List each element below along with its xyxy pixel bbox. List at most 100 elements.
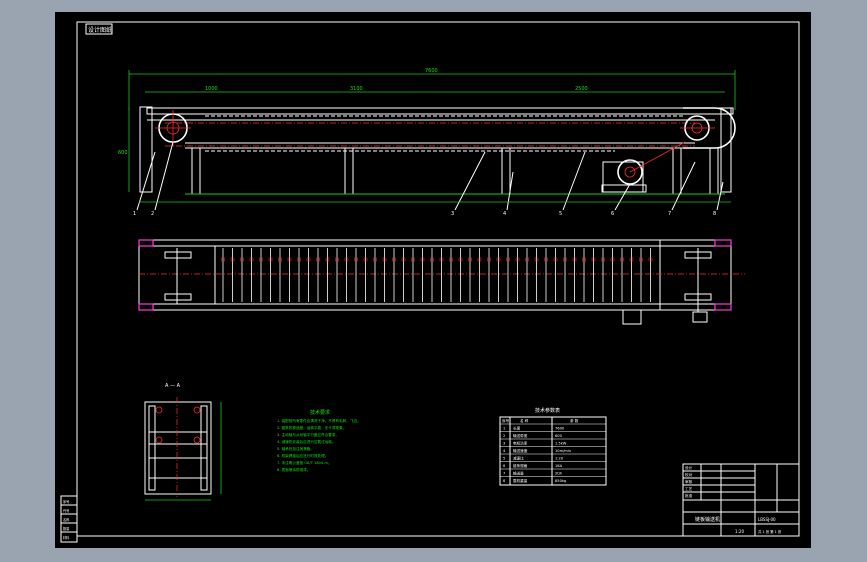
tb-label-3: 审核 (685, 479, 693, 484)
param-cell: 7 (503, 472, 505, 476)
slat-pin (544, 257, 548, 262)
param-cell: 长度 (513, 426, 521, 431)
balloon-7: 7 (668, 211, 671, 217)
param-cell: 输送速度 (513, 448, 528, 453)
param-cell: 整机重量 (513, 478, 528, 483)
tb-label-1: 设计 (685, 465, 693, 470)
slat-pin (610, 257, 615, 262)
slat-pin (582, 257, 586, 262)
slat-pin (316, 257, 320, 262)
slat-pin (525, 257, 529, 262)
param-cell: 600 (555, 434, 563, 438)
drawing-sheet: 设计图纸 7600 1000 3100 2500 600 (60, 21, 800, 543)
param-cell: 2t/h (555, 472, 562, 476)
balloon-5: 5 (559, 211, 562, 217)
param-header-no: 序号 (502, 418, 510, 423)
slat-pin (639, 257, 643, 262)
param-header-name: 名 称 (520, 418, 529, 423)
balloon-3: 3 (451, 211, 454, 217)
cad-viewport[interactable]: 设计图纸 7600 1000 3100 2500 600 (55, 12, 811, 548)
slat-pin (335, 257, 339, 262)
section-a-a: A — A (144, 383, 222, 501)
param-cell: 链条规格 (513, 463, 528, 468)
slat-pin (240, 257, 244, 262)
slat-pin (392, 257, 396, 262)
param-cell: 1 (503, 427, 505, 431)
tb-drawing-name: 链板输送机 (695, 516, 720, 523)
note-line-8: 8. 表面喷涂防锈漆。 (277, 467, 310, 472)
drawing-frame (76, 21, 800, 537)
balloon-8: 8 (713, 211, 716, 217)
note-line-4: 4. 减速机安装后应进行空载试运转。 (277, 439, 335, 444)
notes-title: 技术要求 (310, 409, 330, 416)
tb-scale: 1:20 (735, 529, 744, 534)
param-cell: 6 (503, 464, 506, 468)
param-cell: 5 (503, 457, 505, 461)
param-cell: 2 (503, 434, 505, 438)
corner-tag: 设计图纸 (88, 26, 112, 34)
slat-pin (297, 257, 301, 262)
param-cell: 7600 (555, 427, 565, 431)
side-label-1: 序号 (63, 499, 69, 504)
slat-pin (287, 257, 292, 262)
technical-notes: 技术要求 1. 装配前所有零件应清洗干净，不得有毛刺、飞边。 2. 链条张紧适度… (277, 409, 361, 472)
balloon-1: 1 (133, 211, 136, 217)
slat-pin (268, 257, 273, 262)
slat-pin (430, 257, 434, 262)
slat-pin (363, 257, 368, 262)
slat-pin (354, 257, 358, 262)
param-cell: 3 (503, 442, 505, 446)
slat-pin (325, 257, 330, 262)
side-label-5: 材料 (63, 535, 70, 540)
slat-pin (553, 257, 558, 262)
slat-pin (439, 257, 444, 262)
slat-pin (221, 257, 225, 262)
slat-pin (620, 257, 624, 262)
slat-pin (572, 257, 577, 262)
front-view: 7600 1000 3100 2500 600 (118, 68, 736, 217)
note-line-7: 7. 未注明公差按 GB/T 1804-m。 (277, 460, 332, 465)
dim-seg-mid: 3100 (350, 86, 363, 92)
param-cell: 850kg (555, 479, 566, 483)
title-block: 设计 校对 审核 工艺 批准 链板输送机 1:20 LBSSJ-00 共 1 张… (682, 463, 800, 537)
slat-pin (506, 257, 510, 262)
param-cell: 减速比 (513, 456, 524, 461)
side-label-3: 名称 (63, 517, 70, 522)
balloon-4: 4 (503, 211, 506, 217)
side-label-4: 数量 (63, 526, 70, 531)
slat-pin (496, 257, 501, 262)
tb-label-5: 批准 (685, 493, 693, 498)
slat-pin (629, 257, 634, 262)
balloon-6: 6 (611, 211, 614, 217)
param-cell: 输送量 (513, 471, 524, 476)
corner-tag-box (85, 23, 113, 35)
slat-pin (382, 257, 387, 262)
tb-sheet: 共 1 张 第 1 张 (758, 529, 782, 534)
chain-slats (221, 248, 653, 302)
tb-label-4: 工艺 (685, 486, 693, 491)
dim-seg-right: 2500 (575, 86, 588, 92)
slat-pin (449, 257, 453, 262)
param-table-title: 技术参数表 (535, 407, 560, 414)
slat-pin (477, 257, 482, 262)
param-cell: 输送带宽 (513, 433, 528, 438)
slat-pin (344, 257, 349, 262)
slat-pin (468, 257, 472, 262)
slat-pin (230, 257, 235, 262)
slat-pin (534, 257, 539, 262)
tb-drawing-no: LBSSJ-00 (758, 517, 776, 522)
section-label: A — A (165, 383, 181, 389)
side-label-2: 代号 (63, 508, 69, 513)
param-cell: 1.5kW (555, 442, 567, 446)
side-strip: 序号 代号 名称 数量 材料 (60, 495, 78, 543)
param-cell: 电机功率 (513, 441, 528, 446)
param-cell: 1:20 (555, 457, 564, 461)
note-line-6: 6. 机架焊接后应进行时效处理。 (277, 453, 328, 458)
note-line-1: 1. 装配前所有零件应清洗干净，不得有毛刺、飞边。 (277, 418, 361, 423)
note-line-5: 5. 轴承处加注润滑脂。 (277, 446, 314, 451)
note-line-3: 3. 主动轴与从动轴平行度应符合要求。 (277, 432, 339, 437)
slat-pin (591, 257, 596, 262)
slat-pin (420, 257, 425, 262)
slat-pin (401, 257, 406, 262)
